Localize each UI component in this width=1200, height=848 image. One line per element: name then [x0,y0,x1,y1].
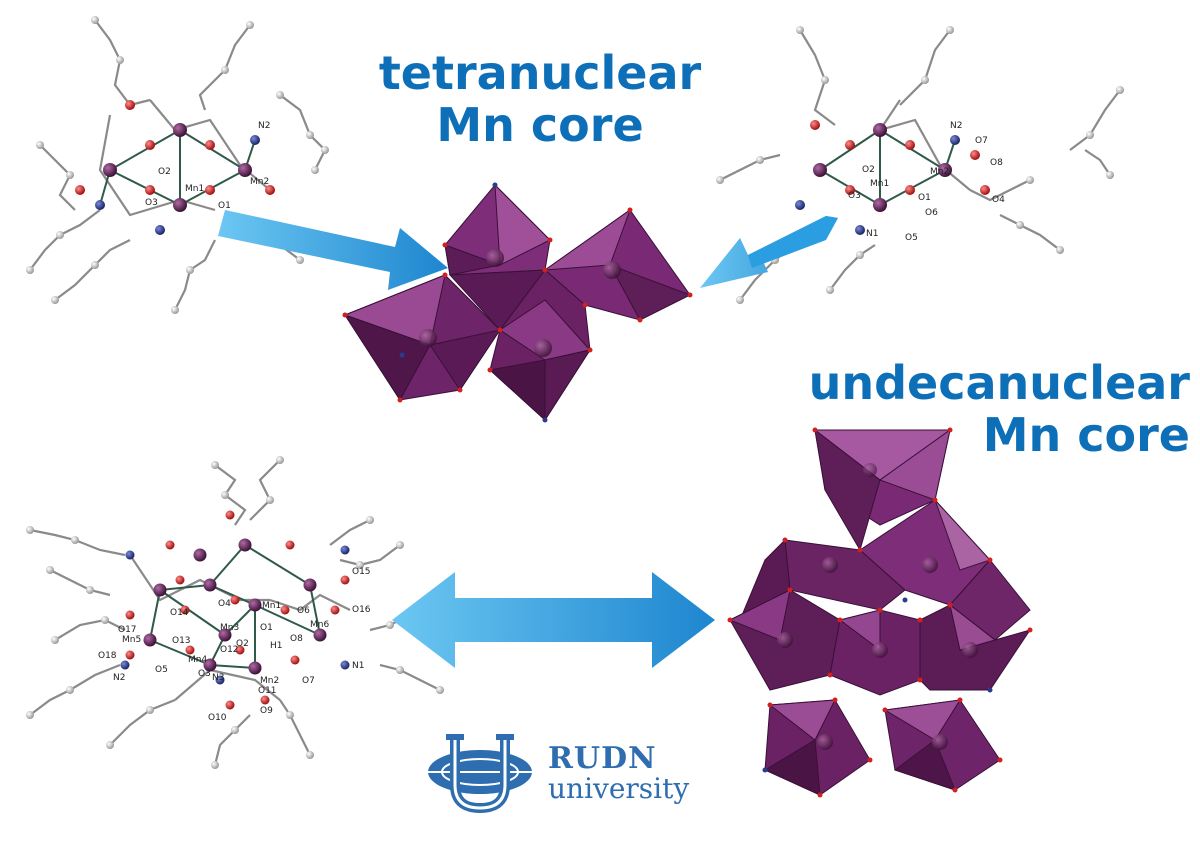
atom-label: O3 [145,198,158,208]
atom-label: O1 [260,623,273,633]
atom-label: O12 [220,645,239,655]
logo-line-1: RUDN [548,741,657,776]
molecule-tetranuclear-right: O2 Mn1 Mn2 O3 O1 N2 O7 O8 O4 O6 O5 N1 [716,26,1124,304]
atom-label: O13 [172,636,191,646]
atom-label: O8 [990,158,1003,168]
heading-line: undecanuclear [808,356,1190,410]
atom-label: Mn1 [870,179,889,189]
atom-label: O7 [975,136,988,146]
rudn-logo-icon [428,734,532,814]
molecule-undecanuclear: O15 O16 O6 Mn1 Mn6 O4 O14 Mn3 O1 O17 Mn5… [26,456,444,769]
atom-label: O5 [905,233,918,243]
heading-line: tetranuclear [378,46,702,100]
atom-label: Mn2 [250,177,269,187]
atom-label: O8 [290,634,303,644]
atom-label: O17 [118,625,137,635]
atom-label: O10 [208,713,227,723]
rudn-logo-text: RUDN university [548,744,689,804]
tetranuclear-polyhedra [342,182,693,423]
heading-line: Mn core [982,407,1190,462]
atom-label: O16 [352,605,371,615]
atom-label: Mn2 [930,167,949,177]
atom-label: O18 [98,651,117,661]
atom-label: H1 [270,641,283,651]
atom-label: O9 [260,706,273,716]
heading-line: Mn core [436,97,644,152]
atom-label: O2 [236,639,249,649]
atom-label: O11 [258,686,277,696]
atom-label: O7 [302,676,315,686]
atom-label: O6 [297,606,310,616]
atom-label: Mn4 [188,655,207,665]
atom-label: Mn3 [220,623,239,633]
heading-tetranuclear: tetranuclear Mn core [355,46,725,152]
atom-label: N2 [950,121,962,131]
atom-label: Mn2 [260,676,279,686]
atom-label: Mn6 [310,620,329,630]
undecanuclear-polyhedra [727,427,1033,798]
atom-label: O6 [925,208,938,218]
atom-label: N2 [258,121,270,131]
arrow-right-to-core [700,216,838,288]
atom-label: Mn1 [185,184,204,194]
logo-line-2: university [548,772,690,805]
atom-label: N2 [113,673,125,683]
atom-label: N1 [352,661,364,671]
atom-label: O5 [155,665,168,675]
atom-label: Mn5 [122,635,141,645]
atom-label: O4 [218,599,231,609]
molecule-tetranuclear-left: O2 Mn1 Mn2 O3 O1 N2 [26,16,329,314]
atom-label: O15 [352,567,371,577]
atom-label: N3 [212,673,224,683]
atom-label: Mn1 [262,601,281,611]
atom-label: O1 [218,201,231,211]
arrow-left-to-core [218,210,448,290]
atom-label: O3 [198,669,211,679]
double-arrow [392,572,715,668]
atom-label: O4 [992,195,1005,205]
atom-label: N1 [866,229,878,239]
heading-undecanuclear: undecanuclear Mn core [770,356,1190,462]
atom-label: O2 [862,165,875,175]
atom-label: O1 [918,193,931,203]
atom-label: O3 [848,191,861,201]
atom-label: O2 [158,167,171,177]
atom-label: O14 [170,608,189,618]
